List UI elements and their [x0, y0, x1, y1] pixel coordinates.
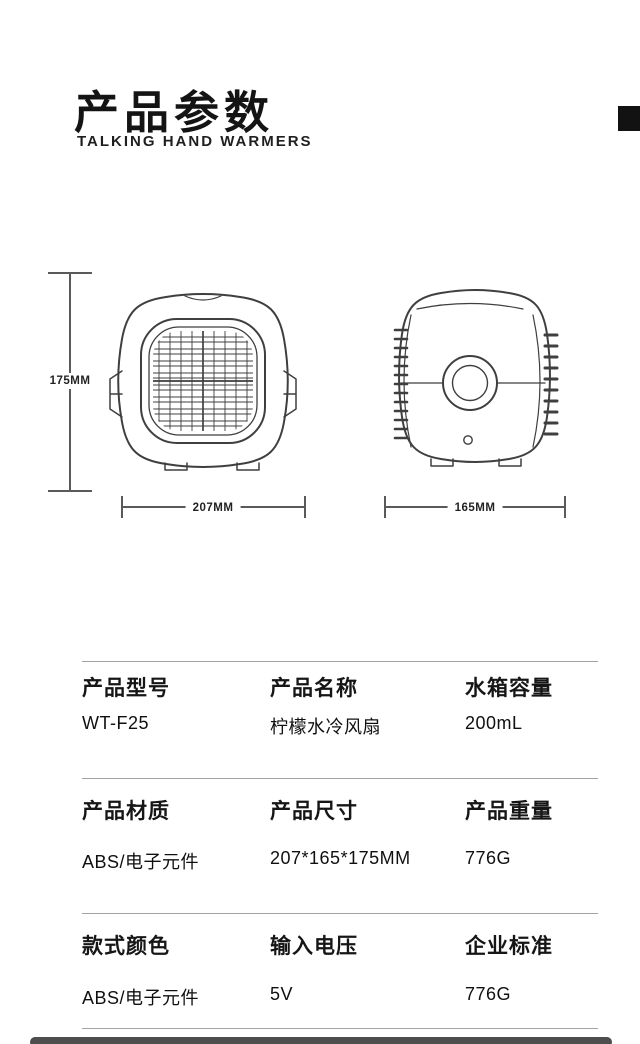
- page-title: 产品参数: [74, 87, 275, 138]
- spec-row-3: 款式颜色 ABS/电子元件 输入电压 5V 企业标准 776G: [82, 913, 598, 1028]
- spec-value: ABS/电子元件: [82, 852, 200, 872]
- spec-value: 776G: [465, 984, 512, 1004]
- spec-cell-voltage: 输入电压 5V: [270, 935, 465, 1028]
- spec-cell-size: 产品尺寸 207*165*175MM: [270, 800, 465, 913]
- fan-body-outline: [110, 294, 296, 470]
- page-subtitle: TALKING HAND WARMERS: [77, 133, 313, 150]
- spec-label: 产品材质: [82, 800, 170, 823]
- height-dimension-label: 175MM: [42, 373, 98, 389]
- spec-label: 款式颜色: [82, 935, 170, 958]
- dim-cap: [564, 496, 566, 518]
- spec-row-1: 产品型号 WT-F25 产品名称 柠檬水冷风扇 水箱容量 200mL: [82, 661, 598, 778]
- spec-cell-model: 产品型号 WT-F25: [82, 677, 270, 778]
- spec-cell-tank-capacity: 水箱容量 200mL: [465, 677, 598, 778]
- spec-label: 水箱容量: [465, 677, 553, 700]
- spec-value: ABS/电子元件: [82, 988, 200, 1008]
- fan-front-view-drawing: [103, 291, 303, 483]
- dim-cap: [48, 490, 92, 492]
- spec-label: 产品名称: [270, 677, 358, 700]
- spec-label: 企业标准: [465, 935, 553, 958]
- dim-cap: [304, 496, 306, 518]
- spec-value: WT-F25: [82, 713, 150, 733]
- title-accent-bar: [618, 106, 640, 131]
- depth-dimension-label: 165MM: [447, 500, 503, 516]
- spec-cell-weight: 产品重量 776G: [465, 800, 598, 913]
- spec-cell-standard: 企业标准 776G: [465, 935, 598, 1028]
- spec-value: 776G: [465, 848, 512, 868]
- spec-value: 200mL: [465, 713, 523, 733]
- spec-label: 产品尺寸: [270, 800, 358, 823]
- spec-label: 产品重量: [465, 800, 553, 823]
- spec-value: 207*165*175MM: [270, 848, 411, 868]
- fan-side-view-drawing: [381, 289, 559, 481]
- spec-row-2: 产品材质 ABS/电子元件 产品尺寸 207*165*175MM 产品重量 77…: [82, 778, 598, 913]
- spec-label: 产品型号: [82, 677, 170, 700]
- fan-grille: [141, 319, 265, 443]
- spec-cell-color: 款式颜色 ABS/电子元件: [82, 935, 270, 1028]
- fan-knob: [401, 356, 545, 410]
- spec-table: 产品型号 WT-F25 产品名称 柠檬水冷风扇 水箱容量 200mL 产品材质 …: [82, 661, 598, 1029]
- width-dimension-label: 207MM: [185, 500, 241, 516]
- spec-value: 5V: [270, 984, 294, 1004]
- footer-bar: [30, 1037, 612, 1044]
- spec-value: 柠檬水冷风扇: [270, 717, 381, 737]
- fan-side-body-outline: [399, 290, 550, 466]
- spec-cell-name: 产品名称 柠檬水冷风扇: [270, 677, 465, 778]
- spec-label: 输入电压: [270, 935, 358, 958]
- fan-side-vents: [395, 315, 557, 447]
- spec-cell-material: 产品材质 ABS/电子元件: [82, 800, 270, 913]
